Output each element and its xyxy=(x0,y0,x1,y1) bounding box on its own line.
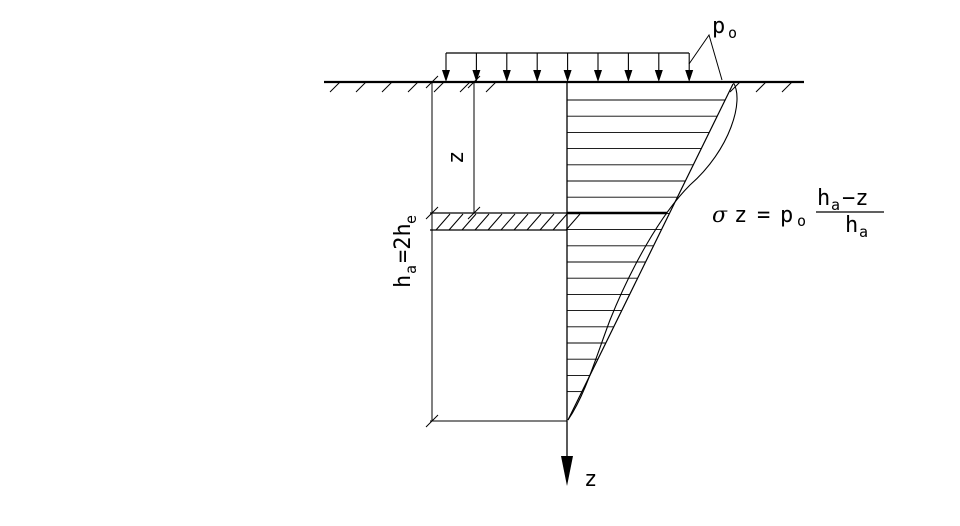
layer-hatch-line xyxy=(474,213,490,231)
z-axis-label: z xyxy=(584,467,597,492)
depth-label: z xyxy=(444,151,469,164)
formula-numerator-h: h xyxy=(817,186,830,211)
layer-hatch-line xyxy=(500,213,516,231)
z-axis-arrow xyxy=(561,456,573,486)
depth-tick-bottom xyxy=(467,206,481,220)
height-tick-bottom xyxy=(425,414,439,428)
ground-hatching xyxy=(329,81,793,93)
height-label-mid: =2h xyxy=(391,223,416,263)
load-label: p xyxy=(712,14,725,39)
formula-numerator-subscript: a xyxy=(831,196,840,214)
layer-hatch-line xyxy=(539,213,555,231)
load-arrow-head xyxy=(533,70,542,82)
layer-hatching xyxy=(435,213,581,231)
load-arrow-head xyxy=(472,70,481,82)
load-arrow-head xyxy=(685,70,694,82)
load-arrow-head xyxy=(442,70,450,82)
ground-hatch-tick xyxy=(381,81,393,93)
height-tick-top xyxy=(425,75,439,89)
formula-equals: = xyxy=(757,203,770,228)
layer-hatch-line xyxy=(487,213,503,231)
layer-hatch-line xyxy=(565,213,581,231)
curved-stress-line xyxy=(567,81,738,421)
linear-stress-line xyxy=(567,83,734,421)
load-arrow-head xyxy=(654,70,663,82)
formula-z: z xyxy=(734,203,747,228)
ground-hatch-tick xyxy=(407,81,419,93)
load-leader-line xyxy=(688,33,723,81)
height-label: h a =2h e xyxy=(391,215,420,288)
formula-numerator-rest: −z xyxy=(842,186,869,211)
stress-formula: σ z = p o h a −z h a xyxy=(712,186,884,241)
ground-hatch-tick xyxy=(485,81,497,93)
height-label-sub-e: e xyxy=(402,215,420,224)
ground-hatch-tick xyxy=(355,81,367,93)
load-arrow-head xyxy=(624,70,633,82)
load-arrow-head xyxy=(502,70,511,82)
layer-hatch-line xyxy=(461,213,477,231)
height-label-sub-a: a xyxy=(402,265,420,274)
layer-hatch-line xyxy=(448,213,464,231)
ground-hatch-tick xyxy=(329,81,341,93)
layer-hatch-line xyxy=(435,213,451,231)
load-label-subscript: o xyxy=(728,24,737,42)
ground-hatch-tick xyxy=(433,81,445,93)
load-arrows xyxy=(442,53,694,82)
load-arrow-head xyxy=(563,70,572,82)
formula-sigma: σ xyxy=(712,203,728,228)
formula-denominator-h: h xyxy=(845,213,858,238)
load-arrow-head xyxy=(594,70,602,82)
depth-tick-top xyxy=(467,75,481,89)
layer-hatch-line xyxy=(513,213,529,231)
formula-denominator-subscript: a xyxy=(859,223,868,241)
ground-hatch-tick xyxy=(755,81,767,93)
height-label-h: h xyxy=(391,275,416,288)
ground-hatch-tick xyxy=(781,81,793,93)
layer-hatch-line xyxy=(552,213,568,231)
formula-p-subscript: o xyxy=(797,212,806,230)
layer-hatch-line xyxy=(526,213,542,231)
depth-label-z: z xyxy=(444,151,469,164)
ground-hatch-tick xyxy=(459,81,471,93)
formula-p: p xyxy=(780,203,793,228)
height-tick-mid xyxy=(425,206,439,220)
